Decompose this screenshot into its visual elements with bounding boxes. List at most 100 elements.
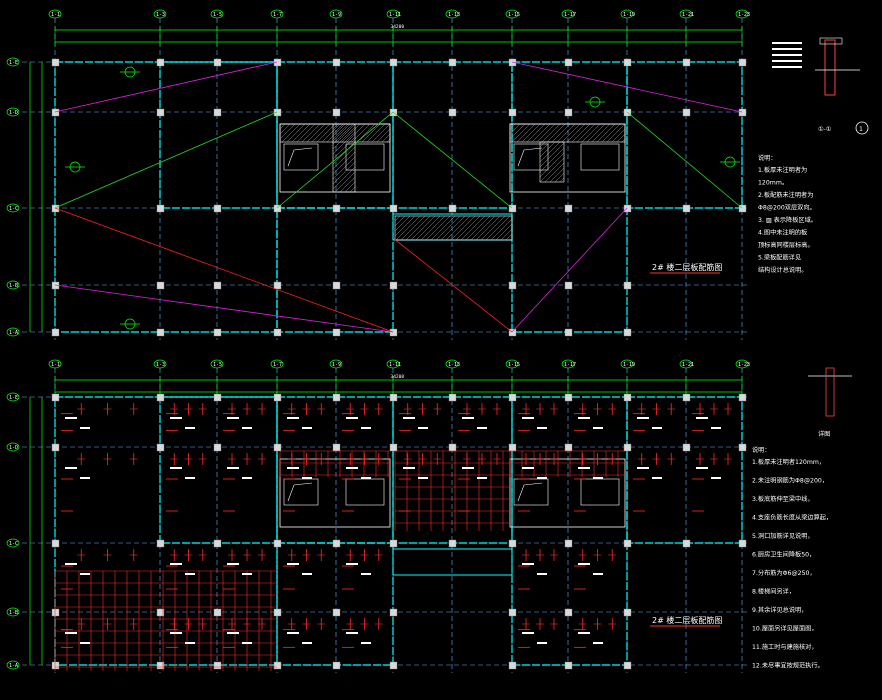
span-diagonal	[511, 207, 628, 333]
hatch-line	[349, 186, 356, 193]
hatch-line	[510, 238, 513, 241]
column	[332, 281, 341, 290]
notes-top-line: 2.板配筋未注明者为	[758, 191, 813, 199]
hatch-line	[344, 181, 356, 193]
rebar-label	[185, 427, 195, 429]
axis-bubble	[561, 9, 575, 19]
hatch-line	[332, 123, 339, 130]
rebar-label	[80, 573, 90, 575]
elevator-shaft	[580, 143, 620, 171]
axis-bubble-label: 1-E	[9, 60, 18, 66]
hatch-line	[430, 215, 456, 241]
notes-top-line: 120mm。	[758, 180, 788, 187]
column	[508, 328, 517, 337]
rebar-label	[361, 573, 371, 575]
rebar-label	[287, 467, 299, 469]
hatch-line	[470, 215, 496, 241]
column	[273, 328, 282, 337]
axis-bubble	[505, 359, 519, 369]
hatch-line	[549, 167, 565, 183]
hatch-line	[394, 215, 401, 222]
column	[508, 443, 517, 452]
hatch-line	[281, 123, 301, 143]
hatch-line	[332, 126, 356, 150]
axis-bubble	[735, 9, 749, 19]
column	[738, 108, 747, 117]
hatch-line	[576, 123, 596, 143]
hatch-line	[511, 123, 531, 143]
notes-bottom-line: 1.板厚未注明者120mm，	[752, 458, 825, 466]
axis-bubble-label: 1-3	[156, 12, 165, 18]
rebar-label	[346, 467, 358, 469]
column	[273, 539, 282, 548]
hatch-line	[332, 131, 356, 155]
span-diagonal	[54, 284, 394, 333]
detail-b-label: 详图	[818, 430, 830, 438]
axis-bubble-label: 1-5	[213, 12, 222, 18]
hatch-line	[544, 162, 565, 183]
rebar-label	[302, 573, 312, 575]
rebar-label	[637, 417, 649, 419]
hatch-line	[332, 123, 349, 140]
column	[564, 393, 573, 402]
hatch-line	[460, 215, 486, 241]
column	[332, 661, 341, 670]
column	[623, 443, 632, 452]
span-diagonal	[511, 61, 743, 113]
column	[156, 661, 165, 670]
hatch-line	[601, 123, 621, 143]
rebar-label	[227, 563, 239, 565]
hatch-line	[376, 128, 391, 143]
column	[332, 608, 341, 617]
hatch-line	[395, 215, 421, 241]
column	[564, 204, 573, 213]
elevator-shaft	[513, 143, 549, 171]
column	[213, 393, 222, 402]
hatch-line	[361, 123, 381, 143]
rebar-label	[593, 477, 603, 479]
hatch-line	[539, 142, 565, 168]
rebar-label	[65, 467, 77, 469]
rebar-label	[696, 417, 708, 419]
axis-bubble-label: 1-11	[389, 362, 401, 368]
axis-bubble-label: 1-7	[273, 362, 282, 368]
notes-bottom-line: 12.未尽事宜按规范执行。	[752, 662, 824, 670]
notes-top-header: 说明：	[758, 154, 777, 162]
rebar-label	[80, 642, 90, 644]
column	[389, 204, 398, 213]
detail-note-line	[772, 66, 802, 68]
detail-circle-mark	[855, 121, 869, 135]
axis-bubble	[445, 359, 459, 369]
axis-bubble	[505, 9, 519, 19]
detail-circle-label: 1	[859, 126, 863, 133]
notes-top-line: 1.板厚未注明者为	[758, 166, 807, 174]
column	[564, 108, 573, 117]
hatch-line	[306, 123, 326, 143]
detail-note-line	[772, 42, 802, 44]
column	[389, 58, 398, 67]
column	[682, 443, 691, 452]
axis-bubble-label: 1-D	[9, 445, 18, 451]
hatch-line	[539, 141, 551, 153]
notes-bottom-line: 8.楼梯间另详，	[752, 588, 795, 596]
stair-core	[279, 458, 391, 528]
rebar-label	[170, 467, 182, 469]
axis-bubble-label: 1-E	[9, 395, 18, 401]
column	[564, 661, 573, 670]
plan-top-title: 2# 楼二层板配筋图	[652, 262, 722, 272]
axis-bubble	[679, 359, 693, 369]
axis-bubble-label: 1-A	[9, 663, 18, 669]
hatch-line	[346, 123, 366, 143]
column	[156, 608, 165, 617]
column	[332, 393, 341, 402]
column	[389, 661, 398, 670]
column	[156, 108, 165, 117]
axis-bubble	[735, 359, 749, 369]
plan-bottom-title: 2# 楼二层板配筋图	[652, 615, 722, 625]
rebar-label	[302, 427, 312, 429]
column	[564, 328, 573, 337]
rebar-label	[578, 632, 590, 634]
rebar-label	[227, 417, 239, 419]
